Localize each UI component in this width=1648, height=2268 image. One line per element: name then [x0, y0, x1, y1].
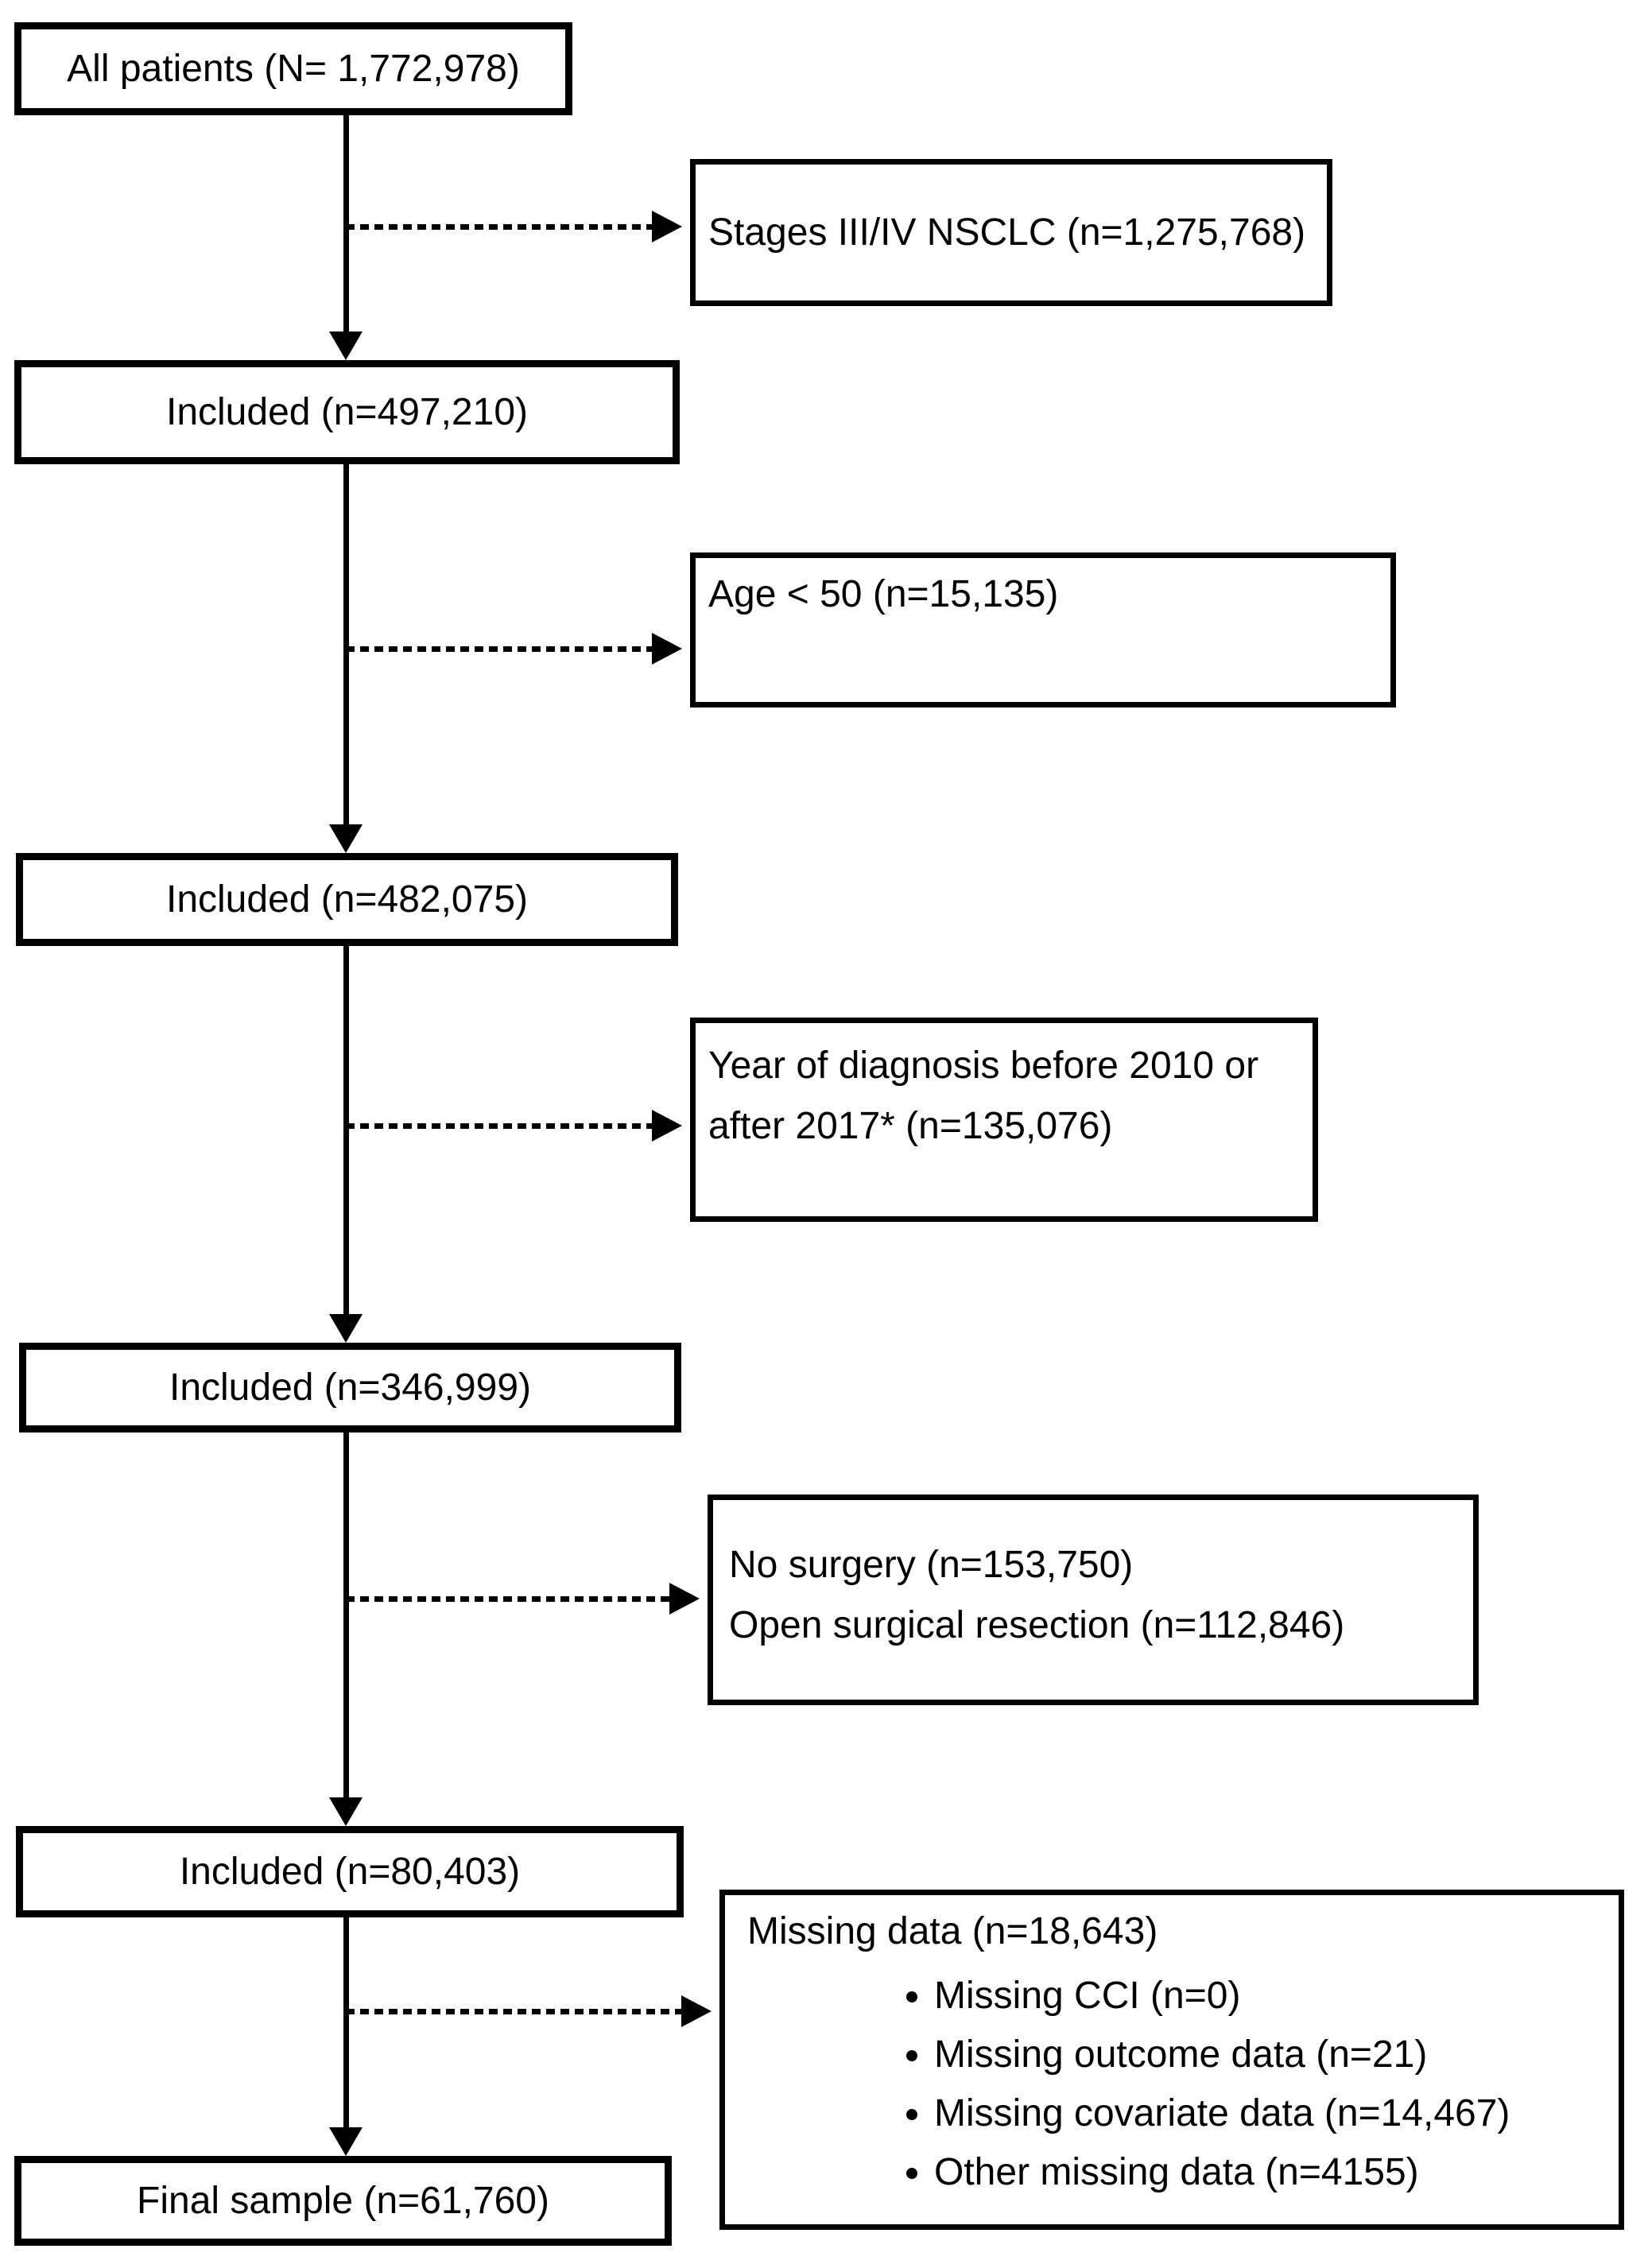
missing-data-item: Missing covariate data (n=14,467)	[934, 2084, 1619, 2143]
flow-box-label: Included (n=482,075)	[165, 878, 528, 921]
missing-data-item: Missing CCI (n=0)	[934, 1967, 1619, 2026]
exclusion-box-year: Year of diagnosis before 2010 or after 2…	[690, 1018, 1318, 1222]
exclusion-arrow-missing-data	[346, 2009, 681, 2014]
flow-arrow-line-5	[343, 1917, 349, 2129]
exclusion-arrow-surgery	[346, 1596, 669, 1602]
flow-arrow-line-3	[343, 946, 349, 1316]
flow-box-label: Final sample (n=61,760)	[137, 2179, 549, 2222]
arrowhead-right-icon	[681, 1995, 712, 2027]
exclusion-arrow-age	[346, 646, 652, 652]
flow-box-included-1: Included (n=497,210)	[14, 360, 680, 464]
arrowhead-right-icon	[652, 1110, 682, 1142]
arrowhead-down-icon	[329, 331, 363, 360]
flow-box-included-2: Included (n=482,075)	[16, 853, 678, 946]
arrowhead-down-icon	[329, 824, 363, 853]
arrowhead-down-icon	[329, 2127, 363, 2156]
arrowhead-right-icon	[652, 211, 682, 242]
missing-data-title: Missing data (n=18,643)	[747, 1910, 1158, 1952]
exclusion-arrow-year	[346, 1123, 652, 1129]
exclusion-box-stages: Stages III/IV NSCLC (n=1,275,768)	[690, 159, 1332, 306]
arrowhead-down-icon	[329, 1314, 363, 1343]
flow-arrow-line-2	[343, 464, 349, 826]
flow-box-included-3: Included (n=346,999)	[19, 1343, 681, 1433]
flow-box-label: Included (n=497,210)	[165, 390, 528, 433]
flow-arrow-line-4	[343, 1433, 349, 1799]
flow-box-label: Included (n=80,403)	[179, 1850, 521, 1893]
exclusion-label-line2: after 2017* (n=135,076)	[708, 1105, 1113, 1147]
exclusion-box-age: Age < 50 (n=15,135)	[690, 552, 1396, 708]
arrowhead-right-icon	[669, 1583, 700, 1615]
flow-box-final-sample: Final sample (n=61,760)	[14, 2156, 672, 2246]
arrowhead-down-icon	[329, 1797, 363, 1826]
exclusion-box-surgery: No surgery (n=153,750) Open surgical res…	[708, 1495, 1479, 1705]
exclusion-label-line1: No surgery (n=153,750)	[729, 1544, 1134, 1586]
flow-box-included-4: Included (n=80,403)	[16, 1826, 684, 1917]
exclusion-box-missing-data: Missing data (n=18,643) Missing CCI (n=0…	[719, 1890, 1624, 2230]
flow-box-label: All patients (N= 1,772,978)	[67, 47, 520, 90]
missing-data-list: Missing CCI (n=0) Missing outcome data (…	[747, 1967, 1619, 2202]
flow-box-label: Included (n=346,999)	[169, 1366, 531, 1409]
exclusion-label-line2: Open surgical resection (n=112,846)	[729, 1604, 1345, 1646]
missing-data-item: Missing outcome data (n=21)	[934, 2026, 1619, 2084]
exclusion-label: Stages III/IV NSCLC (n=1,275,768)	[708, 211, 1306, 254]
exclusion-label-line1: Year of diagnosis before 2010 or	[708, 1045, 1259, 1087]
exclusion-label: Age < 50 (n=15,135)	[708, 573, 1059, 615]
arrowhead-right-icon	[652, 633, 682, 665]
exclusion-arrow-stages	[346, 224, 652, 230]
missing-data-item: Other missing data (n=4155)	[934, 2143, 1619, 2202]
flow-box-all-patients: All patients (N= 1,772,978)	[14, 22, 572, 115]
